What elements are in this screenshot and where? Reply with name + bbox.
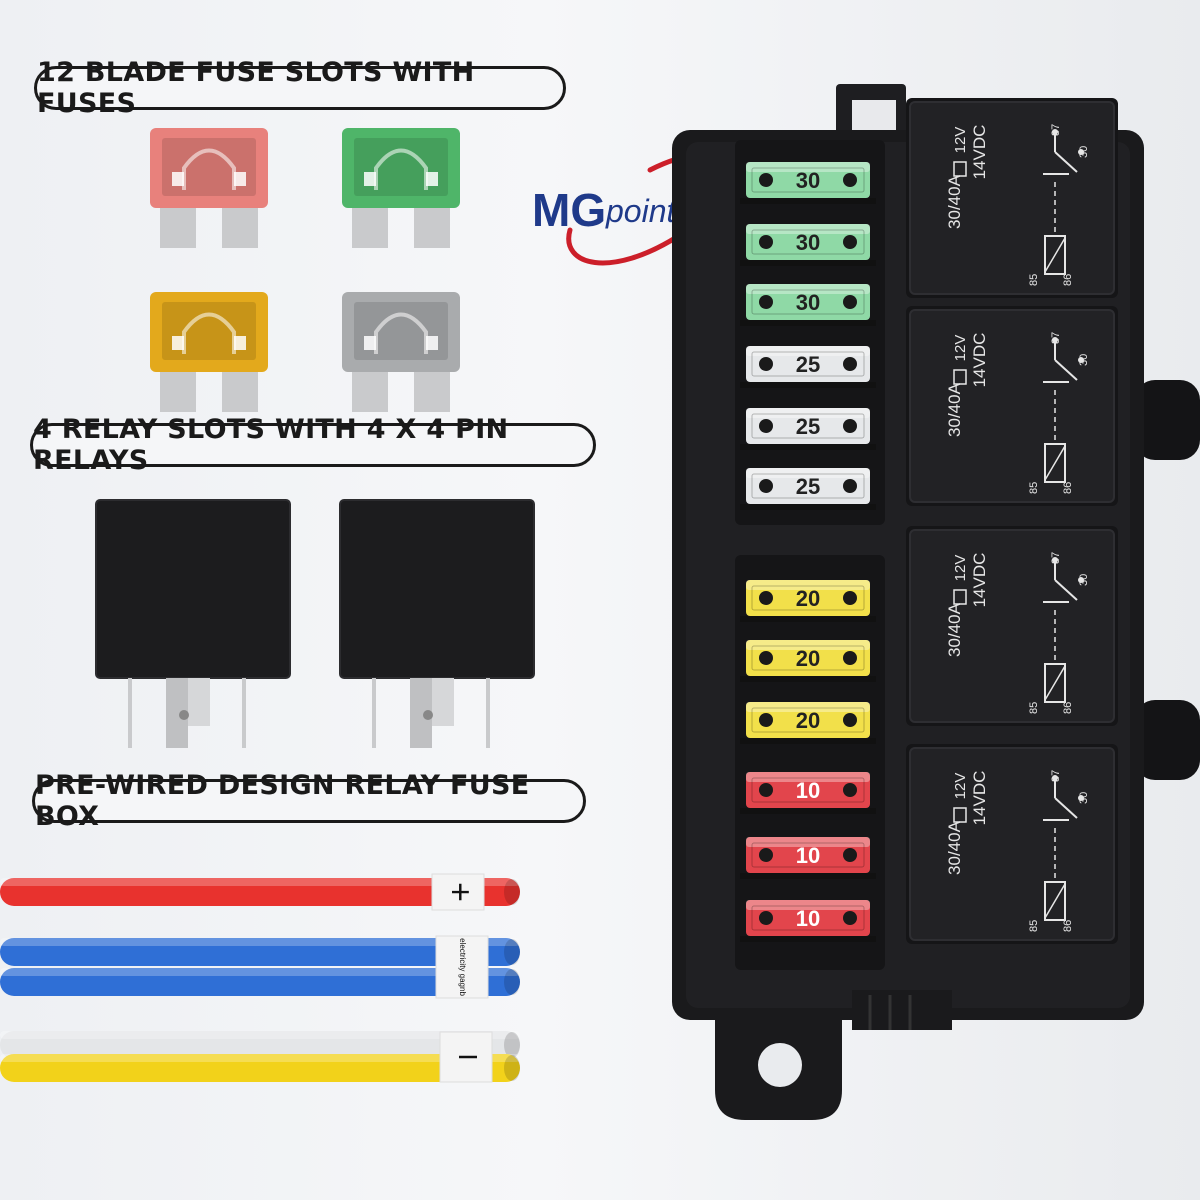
svg-text:30: 30 <box>1078 146 1090 158</box>
fuse-rating: 20 <box>796 586 820 611</box>
svg-text:14VDC: 14VDC <box>970 125 989 180</box>
mounting-hole <box>758 1043 802 1087</box>
fuse-slot: 30 <box>740 162 876 204</box>
svg-text:I: I <box>453 1053 483 1060</box>
loose-relay-1 <box>95 499 291 748</box>
svg-text:14VDC: 14VDC <box>970 771 989 826</box>
svg-text:87: 87 <box>1050 124 1062 136</box>
fuse-rating: 10 <box>796 906 820 931</box>
svg-text:30/40A: 30/40A <box>945 820 964 875</box>
loose-fuse <box>150 128 268 248</box>
svg-text:87: 87 <box>1050 552 1062 564</box>
svg-text:85: 85 <box>1028 702 1040 714</box>
brand-logo-graphic: MG point <box>532 153 716 266</box>
cable-stub-2 <box>1135 700 1200 780</box>
loose-relays <box>95 499 535 748</box>
svg-text:14VDC: 14VDC <box>970 333 989 388</box>
fuse-slot: 25 <box>740 346 876 388</box>
svg-text:+: + <box>441 882 479 902</box>
fuse-rating: 20 <box>796 646 820 671</box>
fuse-rating: 20 <box>796 708 820 733</box>
svg-text:87: 87 <box>1050 770 1062 782</box>
fuse-slot: 10 <box>740 772 876 814</box>
loose-relay-2 <box>339 499 535 748</box>
wire <box>0 1054 520 1082</box>
fuse-rating: 25 <box>796 474 820 499</box>
brand-logo: MG point <box>530 140 730 280</box>
fuse-slot: 10 <box>740 900 876 942</box>
svg-text:87: 87 <box>1050 332 1062 344</box>
svg-text:12V: 12V <box>952 555 969 582</box>
fuse-slot: 10 <box>740 837 876 879</box>
fuse-slot: 25 <box>740 408 876 450</box>
wire <box>0 878 520 906</box>
svg-text:86: 86 <box>1062 274 1074 286</box>
svg-text:86: 86 <box>1062 920 1074 932</box>
fuse-rating: 10 <box>796 778 820 803</box>
fuse-slot: 30 <box>740 224 876 266</box>
svg-text:14VDC: 14VDC <box>970 553 989 608</box>
wire <box>0 968 520 996</box>
logo-point-text: point <box>605 193 677 229</box>
svg-text:86: 86 <box>1062 702 1074 714</box>
svg-text:30/40A: 30/40A <box>945 174 964 229</box>
fuse-slot: 20 <box>740 702 876 744</box>
svg-text:86: 86 <box>1062 482 1074 494</box>
loose-fuse <box>342 292 460 412</box>
fuse-slot: 30 <box>740 284 876 326</box>
fuse-rating: 25 <box>796 414 820 439</box>
svg-text:30/40A: 30/40A <box>945 602 964 657</box>
svg-text:12V: 12V <box>952 773 969 800</box>
svg-text:30: 30 <box>1078 792 1090 804</box>
fuse-slot: 20 <box>740 640 876 682</box>
fuse-rating: 30 <box>796 168 820 193</box>
svg-text:30: 30 <box>1078 574 1090 586</box>
relay-slots-label: 4 RELAY SLOTS WITH 4 X 4 PIN RELAYS <box>30 414 596 476</box>
cable-stub-1 <box>1135 380 1200 460</box>
fuse-rating: 10 <box>796 843 820 868</box>
loose-fuses <box>150 128 460 412</box>
loose-fuse <box>150 292 268 412</box>
fuse-slot: 25 <box>740 468 876 510</box>
svg-text:85: 85 <box>1028 274 1040 286</box>
wire <box>0 938 520 966</box>
svg-text:electricity gagnb: electricity gagnb <box>458 938 467 996</box>
fuse-rating: 30 <box>796 230 820 255</box>
svg-text:30/40A: 30/40A <box>945 382 964 437</box>
fuse-slot: 20 <box>740 580 876 622</box>
svg-text:12V: 12V <box>952 127 969 154</box>
logo-mg-text: MG <box>532 184 606 236</box>
fuse-rating: 30 <box>796 290 820 315</box>
fuse-rating: 25 <box>796 352 820 377</box>
svg-text:85: 85 <box>1028 482 1040 494</box>
loose-fuse <box>342 128 460 248</box>
wire-tag-blue: electricity gagnb <box>435 935 489 999</box>
svg-text:12V: 12V <box>952 335 969 362</box>
wire-tag-plus: + <box>431 873 485 911</box>
svg-text:85: 85 <box>1028 920 1040 932</box>
svg-text:30: 30 <box>1078 354 1090 366</box>
wire-tag-i: I <box>439 1031 493 1083</box>
wire <box>0 1031 520 1059</box>
